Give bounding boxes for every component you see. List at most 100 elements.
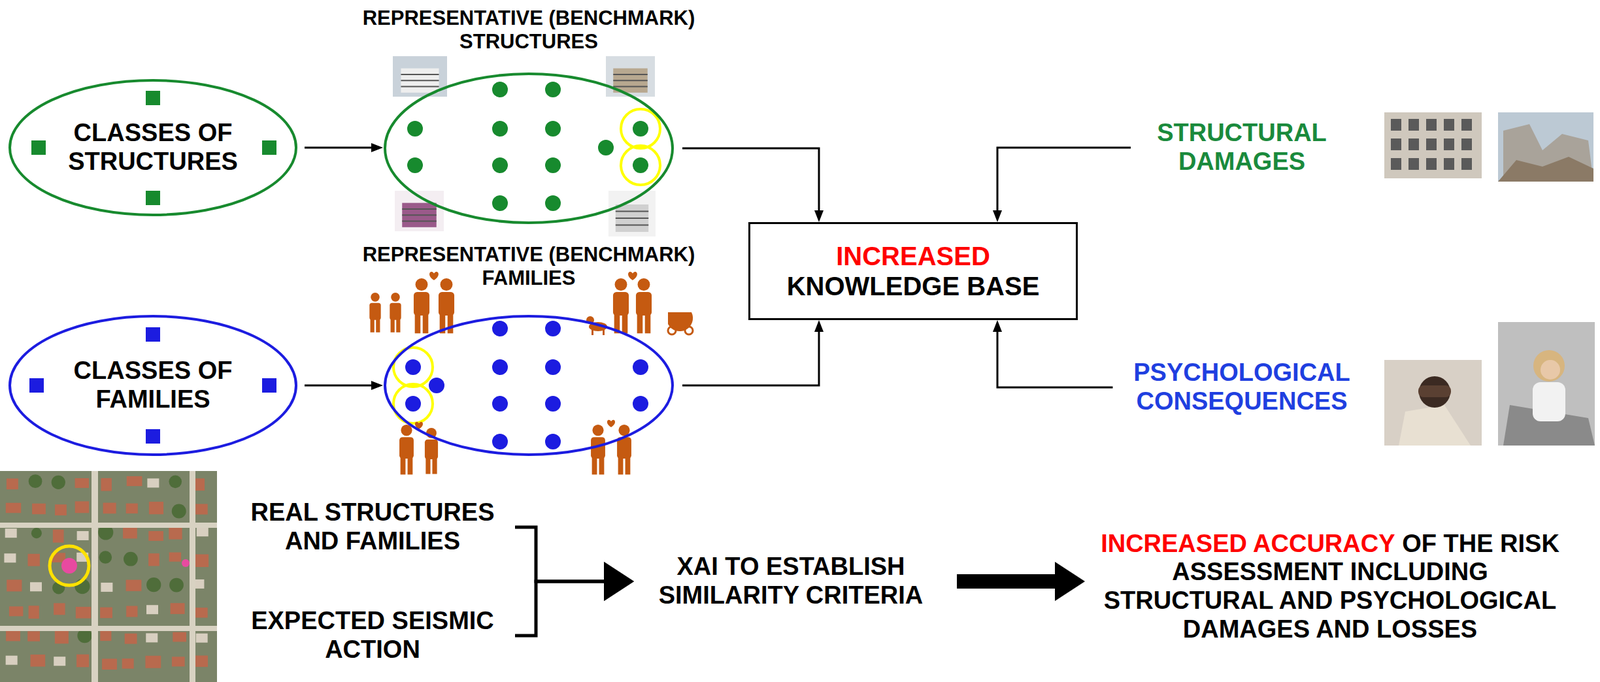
map-roof <box>53 603 65 616</box>
connector-arrow <box>682 332 819 386</box>
match-ring <box>620 145 661 185</box>
structure-thumbnail <box>605 56 655 97</box>
person-leg <box>637 312 644 334</box>
class-ellipse: CLASSES OF FAMILIES <box>7 314 299 457</box>
photo-face <box>1540 360 1561 380</box>
connector-arrow <box>304 384 372 387</box>
person-leg <box>618 455 624 476</box>
benchmark-dot <box>632 396 649 412</box>
photo-window <box>1390 158 1402 170</box>
map-roof <box>5 528 17 538</box>
photo-window <box>1390 118 1402 131</box>
benchmark-ellipse: REPRESENTATIVE (BENCHMARK) FAMILIES <box>332 243 725 459</box>
person-head <box>370 292 380 302</box>
map-roof <box>5 656 18 666</box>
map-roof <box>195 554 209 568</box>
map-ground <box>0 471 217 682</box>
map-road <box>0 626 217 632</box>
text-group: PSYCHOLOGICAL CONSEQUENCES <box>1119 358 1365 416</box>
map-image <box>0 471 217 682</box>
map-road <box>91 471 99 682</box>
node-text: REPRESENTATIVE (BENCHMARK) STRUCTURES <box>332 6 725 53</box>
map-roof <box>100 478 112 492</box>
input-label: EXPECTED SEISMIC ACTION <box>235 607 510 665</box>
benchmark-dot <box>492 396 508 412</box>
thumbnail-building <box>615 204 649 233</box>
benchmark-dot <box>545 81 561 98</box>
connector-arrow <box>997 332 1114 388</box>
person-icon <box>590 424 606 475</box>
benchmark-dot <box>632 359 649 376</box>
class-ellipse: CLASSES OF STRUCTURES <box>7 78 299 217</box>
person-icon <box>369 292 381 333</box>
ellipse-line <box>384 316 673 455</box>
connector-arrow <box>304 147 372 150</box>
photo-window <box>1408 158 1419 170</box>
photo-window <box>1426 158 1437 170</box>
map-roof <box>101 658 117 670</box>
thumbnail-building <box>400 68 439 93</box>
benchmark-dot <box>405 359 421 376</box>
class-square <box>145 190 161 206</box>
text-group: INCREASED ACCURACYOF THE RISK ASSESSMENT… <box>1084 530 1576 645</box>
thumbnail-ground <box>608 190 656 237</box>
map-roof <box>172 632 187 643</box>
class-square <box>262 378 277 393</box>
text-group: INCREASEDKNOWLEDGE BASE <box>750 241 1076 302</box>
person-head <box>415 278 429 291</box>
damage-photo <box>1498 112 1594 182</box>
person-icon <box>438 278 455 334</box>
map-roof <box>54 631 69 644</box>
person-icon <box>413 278 430 334</box>
map-tree <box>31 528 42 539</box>
pram-icon <box>667 312 693 335</box>
map-roof <box>100 583 113 593</box>
person-leg <box>599 455 605 476</box>
class-square <box>262 140 277 155</box>
ellipse-outline <box>383 71 675 225</box>
photo-window <box>1443 158 1455 170</box>
thumbnail-floor <box>615 224 649 227</box>
benchmark-dot <box>545 433 561 450</box>
text-group: REPRESENTATIVE (BENCHMARK) FAMILIES <box>332 243 725 290</box>
benchmark-dot <box>407 120 423 137</box>
photo-sky <box>1498 112 1594 182</box>
highlight-ring <box>49 546 89 586</box>
node-text: KNOWLEDGE BASE <box>750 271 1076 302</box>
map-roof <box>52 530 65 544</box>
map-roof <box>149 501 164 515</box>
ellipse-line <box>384 73 673 223</box>
map-roof <box>30 654 46 667</box>
person-leg <box>625 455 631 476</box>
benchmark-dot <box>405 396 421 412</box>
map-roof <box>28 554 40 567</box>
thumbnail-floor <box>401 208 437 210</box>
map-roof <box>9 606 23 617</box>
benchmark-dot <box>492 120 508 137</box>
map-tree <box>171 503 187 519</box>
photo-window <box>1461 118 1472 131</box>
photo-head <box>1418 376 1451 408</box>
person-leg <box>407 455 414 476</box>
benchmark-dot <box>545 195 561 212</box>
thumbnail-floor <box>400 86 439 88</box>
map-roof <box>53 656 66 667</box>
input-label: REAL STRUCTURES AND FAMILIES <box>235 498 510 556</box>
map-roof <box>126 476 143 487</box>
knowledge-box: INCREASEDKNOWLEDGE BASE <box>748 222 1078 321</box>
map-tree <box>99 550 113 565</box>
map-roof <box>196 633 208 644</box>
photo-ground <box>1498 322 1595 446</box>
text-group: CLASSES OF FAMILIES <box>54 356 251 414</box>
photo-hair <box>1533 350 1565 382</box>
map-roof <box>77 531 89 541</box>
map-roof <box>75 501 89 514</box>
benchmark-dot <box>407 157 423 174</box>
class-square <box>29 378 44 393</box>
map-road <box>189 471 196 682</box>
map-roof <box>27 631 40 642</box>
photo-window <box>1426 138 1437 151</box>
node-text: STRUCTURAL DAMAGES <box>1137 118 1347 176</box>
map-tree <box>169 578 184 593</box>
